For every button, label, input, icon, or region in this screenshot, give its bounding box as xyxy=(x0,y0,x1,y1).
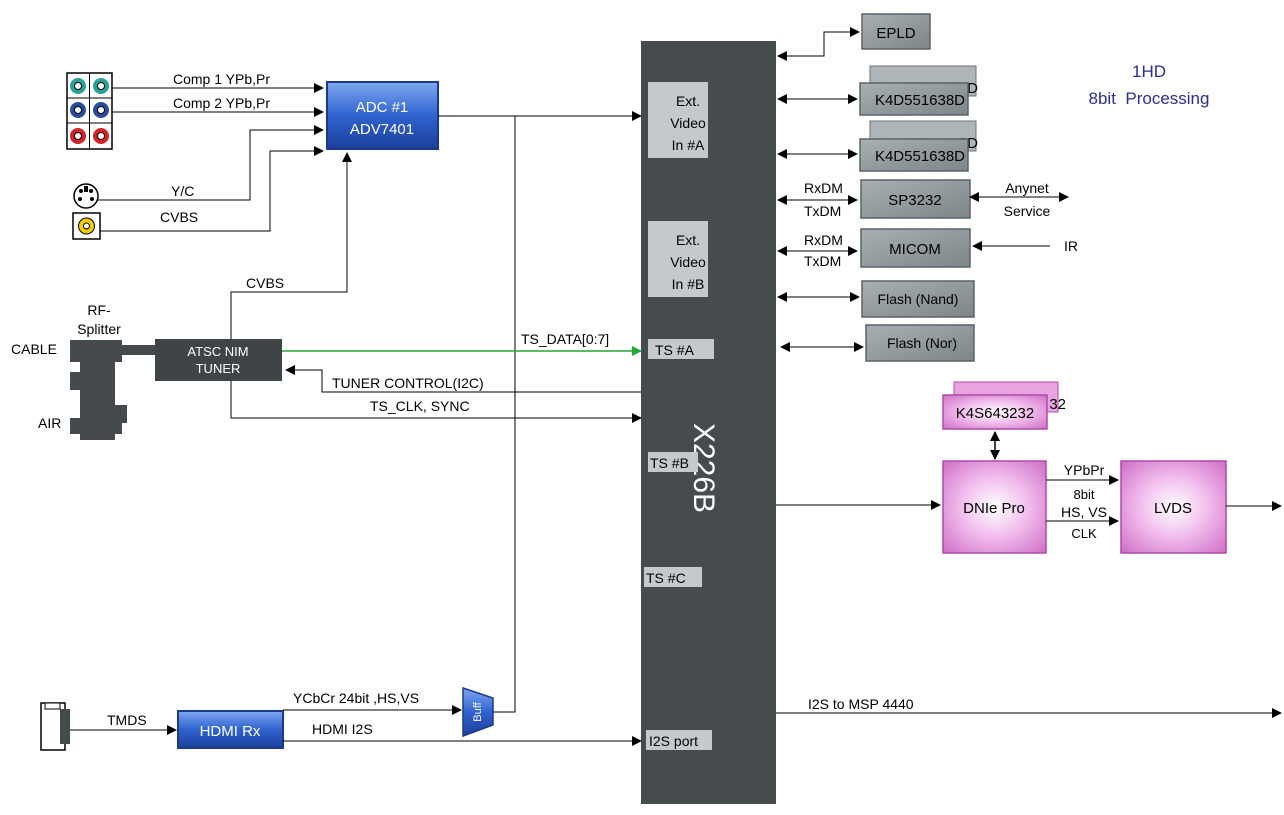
label-ycbcr: YCbCr 24bit ,HS,VS xyxy=(293,690,419,706)
label-yc: Y/C xyxy=(171,183,194,199)
adc-line1: ADC #1 xyxy=(356,99,409,116)
label-ypbpr: YPbPr xyxy=(1064,462,1105,478)
micom-label: MICOM xyxy=(889,241,941,258)
label-cvbs-tuner: CVBS xyxy=(246,275,284,291)
port-i2s-label: I2S port xyxy=(649,733,698,749)
label-ir: IR xyxy=(1064,238,1078,254)
svideo-connector-icon xyxy=(73,183,99,209)
label-anynet1: Anynet xyxy=(1005,180,1049,196)
port-ext-b-line1: Ext. xyxy=(676,232,700,248)
ddr2-label: K4D551638D xyxy=(875,148,965,165)
port-ext-a-line1: Ext. xyxy=(676,93,700,109)
label-txdm2: TxDM xyxy=(804,253,841,269)
sp3232-label: SP3232 xyxy=(888,192,941,209)
dnie-box xyxy=(942,460,1047,554)
component-jack-panel xyxy=(66,72,113,150)
micom-box xyxy=(860,228,971,268)
flash-nand-box xyxy=(861,280,975,318)
ddr1-box xyxy=(859,82,969,116)
port-ts-b-label: TS #B xyxy=(650,455,689,471)
hdmi-rx-label: HDMI Rx xyxy=(200,723,261,740)
label-rf1: RF- xyxy=(87,302,111,318)
label-anynet2: Service xyxy=(1004,203,1051,219)
title-line1: 1HD xyxy=(1132,62,1166,81)
sdram-box xyxy=(942,394,1048,430)
port-ext-video-a xyxy=(648,82,708,158)
hdmi-connector-icon xyxy=(40,702,70,751)
label-cable: CABLE xyxy=(11,341,57,357)
label-hdmi-i2s: HDMI I2S xyxy=(312,721,373,737)
label-tmds: TMDS xyxy=(107,712,147,728)
tuner-line1: ATSC NIM xyxy=(187,344,248,359)
buff-label: Buff xyxy=(472,701,484,721)
lvds-box xyxy=(1120,460,1227,554)
ddr1-label: K4D551638D xyxy=(875,92,965,109)
flash-nor-label: Flash (Nor) xyxy=(887,335,957,351)
main-chip xyxy=(641,41,776,804)
adc-line2: ADV7401 xyxy=(350,121,414,138)
cvbs-connector-icon xyxy=(72,212,101,240)
port-ts-c xyxy=(644,567,702,587)
label-hsvs: HS, VS xyxy=(1061,504,1107,520)
tuner-box xyxy=(155,339,282,381)
label-comp2: Comp 2 YPb,Pr xyxy=(173,95,270,111)
sp3232-box xyxy=(860,179,971,219)
port-ext-b-line2: Video xyxy=(670,254,706,270)
label-rxdm2: RxDM xyxy=(804,232,843,248)
flash-nand-label: Flash (Nand) xyxy=(878,291,959,307)
buff-shape: Buff xyxy=(462,686,494,738)
label-8bit: 8bit xyxy=(1074,487,1095,502)
port-ext-b-line3: In #B xyxy=(672,276,705,292)
port-ext-video-b xyxy=(648,221,708,297)
port-ts-b xyxy=(648,452,698,472)
ddr2-box xyxy=(859,138,969,172)
port-ext-a-line3: In #A xyxy=(672,137,705,153)
label-rf2: Splitter xyxy=(77,321,121,337)
label-air: AIR xyxy=(38,415,61,431)
label-rxdm1: RxDM xyxy=(804,180,843,196)
label-i2s-msp: I2S to MSP 4440 xyxy=(808,696,914,712)
sdram-back-label: 32 xyxy=(1049,396,1066,413)
sdram-label: K4S643232 xyxy=(956,405,1034,422)
port-i2s xyxy=(646,730,712,750)
epld-label: EPLD xyxy=(876,25,915,42)
label-ts-clk: TS_CLK, SYNC xyxy=(370,398,470,414)
label-clk: CLK xyxy=(1071,526,1097,541)
port-ts-c-label: TS #C xyxy=(646,570,686,586)
rf-splitter-shape xyxy=(70,340,157,440)
label-comp1: Comp 1 YPb,Pr xyxy=(173,71,270,87)
adc-box xyxy=(326,81,439,150)
label-tuner-control: TUNER CONTROL(I2C) xyxy=(332,375,484,391)
epld-box xyxy=(861,13,931,50)
port-ts-a-label: TS #A xyxy=(655,342,695,358)
dnie-label: DNIe Pro xyxy=(963,500,1025,517)
title-line2: 8bit Processing xyxy=(1089,89,1210,108)
label-ts-data: TS_DATA[0:7] xyxy=(521,331,609,347)
lvds-label: LVDS xyxy=(1154,500,1192,517)
hdmi-rx-box xyxy=(177,710,284,749)
port-ext-a-line2: Video xyxy=(670,115,706,131)
label-cvbs: CVBS xyxy=(160,209,198,225)
flash-nor-box xyxy=(865,324,975,362)
label-txdm1: TxDM xyxy=(804,203,841,219)
port-ts-a xyxy=(648,339,714,359)
tuner-line2: TUNER xyxy=(196,361,241,376)
